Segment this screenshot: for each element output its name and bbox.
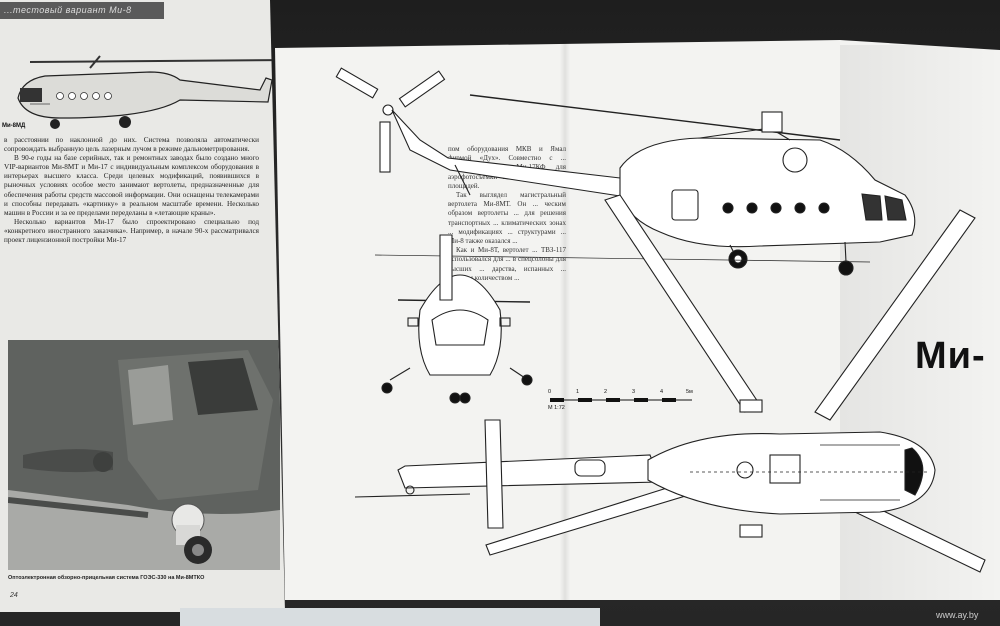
left-page: ...тестовый вариант Ми-8 Ми-8МД в рассто…: [0, 0, 285, 612]
scale-label: M 1:72: [548, 405, 565, 411]
watermark: www.ay.by: [936, 610, 979, 620]
paragraph: Так выглядел магистральный вертолета Ми-…: [448, 191, 566, 246]
top-helicopter-illustration: [17, 55, 285, 129]
sensor-photo: [8, 340, 280, 570]
paragraph: в расстоянии по наклонной до них. Систем…: [4, 136, 259, 154]
top-illustration-caption: Ми-8МД: [2, 123, 26, 129]
side-view-drawing: [335, 67, 916, 276]
scale-tick: 1: [576, 389, 580, 395]
bottom-book-edge: [180, 608, 600, 626]
top-view-drawing: [354, 194, 986, 573]
scale-tick: 0: [548, 389, 552, 395]
foldout-title: Ми-: [915, 335, 986, 377]
scale-bar: [550, 398, 692, 402]
paragraph: В 90-е годы на базе серийных, так и ремо…: [4, 154, 259, 217]
paragraph: Несколько вариантов Ми-17 было спроектир…: [4, 217, 259, 245]
photo-caption: Оптоэлектронная обзорно-прицельная систе…: [8, 575, 205, 581]
running-head: ...тестовый вариант Ми-8: [0, 2, 164, 19]
scale-tick: 3: [632, 389, 636, 395]
scale-tick: 5м: [686, 389, 693, 395]
page-number: 24: [10, 592, 18, 599]
fold-crease: [560, 40, 570, 600]
scale-tick: 2: [604, 389, 608, 395]
paragraph: Как и Ми-8Т, вертолет ... ТВЗ-117 исполь…: [448, 246, 566, 282]
left-body-text: в расстоянии по наклонной до них. Систем…: [4, 136, 259, 245]
scale-tick: 4: [660, 389, 664, 395]
helicopter-photo: [8, 340, 280, 570]
front-view-drawing: [381, 234, 533, 404]
